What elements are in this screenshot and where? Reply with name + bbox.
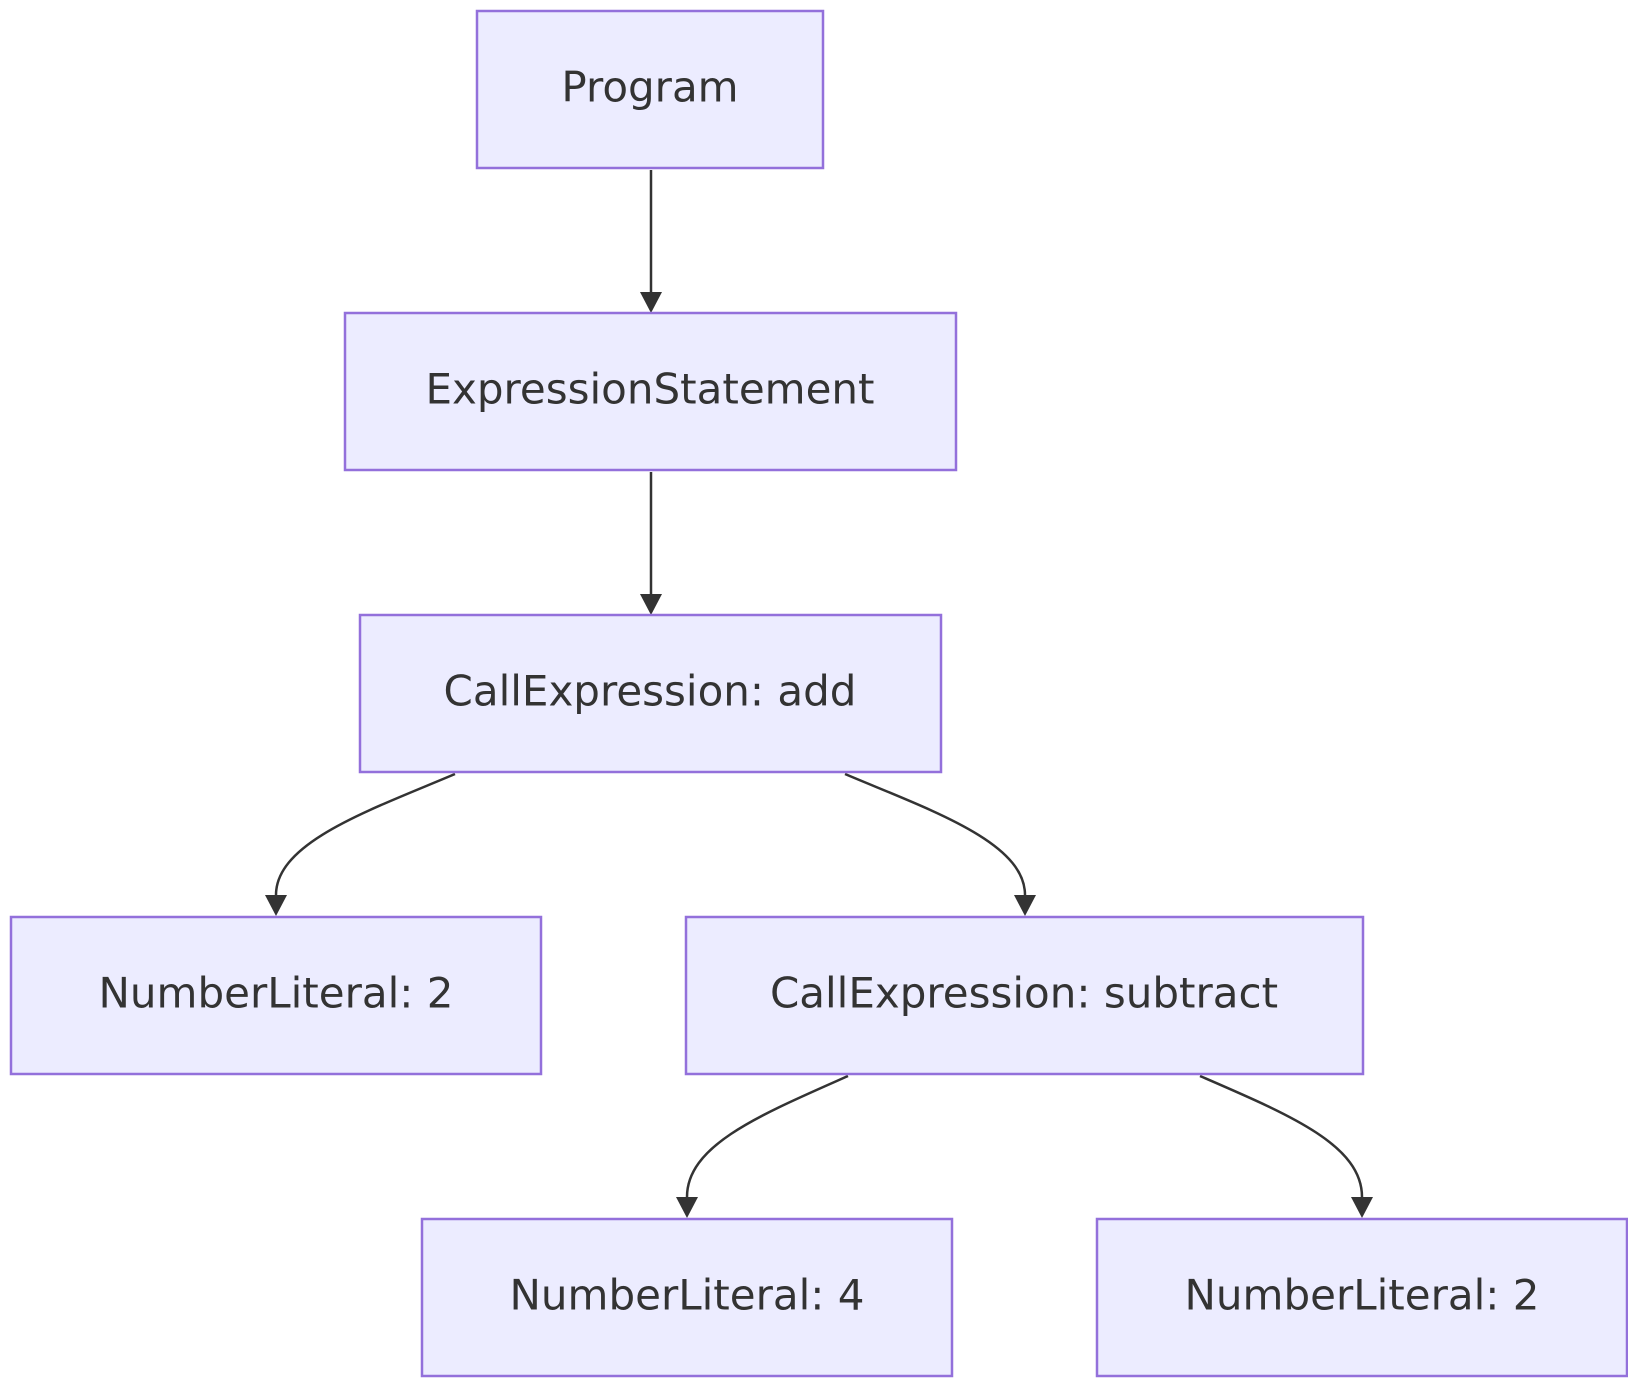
arrowhead-number-2-left — [265, 895, 287, 916]
arrowhead-number-4 — [676, 1197, 698, 1218]
node-label-program: Program — [561, 63, 738, 112]
arrowhead-call-add — [640, 594, 662, 615]
node-number-2-right: NumberLiteral: 2 — [1095, 1217, 1628, 1378]
node-expression-statement: ExpressionStatement — [343, 311, 958, 472]
arrowhead-expression-statement — [640, 292, 662, 313]
edge-call-subtract-to-number-2-right — [1199, 1074, 1364, 1198]
edges — [265, 170, 1373, 1218]
node-number-4: NumberLiteral: 4 — [420, 1217, 954, 1378]
node-call-add: CallExpression: add — [358, 613, 943, 774]
edge-call-subtract-to-number-4 — [685, 1074, 849, 1198]
node-label-number-2-right: NumberLiteral: 2 — [1185, 1271, 1540, 1320]
node-label-expression-statement: ExpressionStatement — [426, 365, 875, 414]
arrowhead-call-subtract — [1014, 895, 1036, 916]
node-label-call-add: CallExpression: add — [444, 667, 857, 716]
node-number-2-left: NumberLiteral: 2 — [9, 915, 543, 1076]
node-call-subtract: CallExpression: subtract — [684, 915, 1365, 1076]
node-label-call-subtract: CallExpression: subtract — [770, 969, 1278, 1018]
edge-call-add-to-call-subtract — [844, 772, 1027, 896]
node-program: Program — [475, 9, 825, 170]
node-label-number-2-left: NumberLiteral: 2 — [99, 969, 454, 1018]
node-label-number-4: NumberLiteral: 4 — [510, 1271, 865, 1320]
arrowhead-number-2-right — [1351, 1197, 1373, 1218]
edge-call-add-to-number-2-left — [274, 772, 456, 896]
